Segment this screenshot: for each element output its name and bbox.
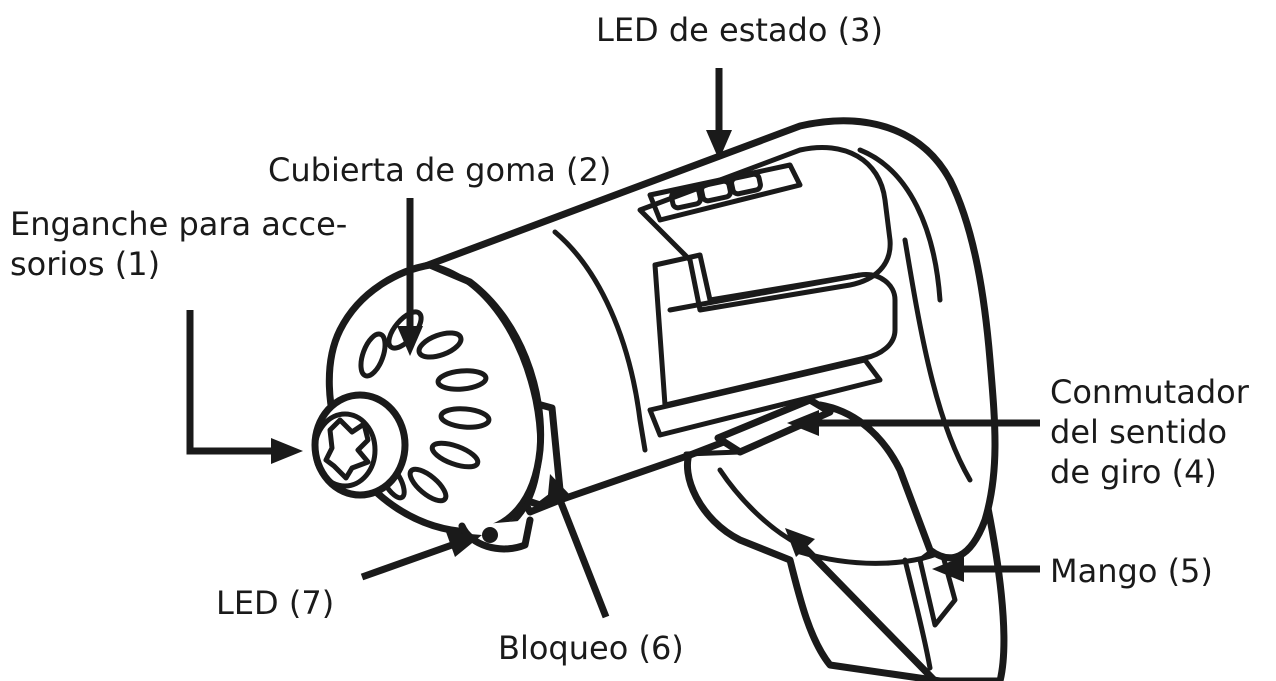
- arrow-conmutador: [787, 410, 1040, 436]
- label-bloqueo-text: Bloqueo (6): [498, 629, 684, 667]
- label-enganche-line1: Enganche para acce-: [10, 205, 348, 243]
- label-mango: Mango (5): [1050, 551, 1213, 591]
- arrow-bloqueo: [547, 474, 610, 619]
- label-conmutador-line1: Conmutador: [1050, 373, 1249, 411]
- label-led-estado: LED de estado (3): [596, 10, 883, 50]
- label-enganche-accesorios: Enganche para acce- sorios (1): [10, 204, 347, 284]
- label-conmutador-sentido-giro: Conmutador del sentido de giro (4): [1050, 372, 1249, 492]
- label-led-text: LED (7): [216, 584, 335, 622]
- label-enganche-line2: sorios (1): [10, 245, 161, 283]
- arrow-cubierta: [397, 198, 423, 356]
- arrow-gatillo: [785, 528, 938, 681]
- label-led-estado-text: LED de estado (3): [596, 11, 883, 49]
- motor-housing: [416, 117, 999, 562]
- front-chuck: [311, 261, 545, 553]
- label-conmutador-line2: del sentido: [1050, 413, 1228, 451]
- label-cubierta-de-goma: Cubierta de goma (2): [268, 150, 611, 190]
- arrow-led: [360, 532, 482, 581]
- label-conmutador-line3: de giro (4): [1050, 453, 1217, 491]
- arrow-enganche: [186, 310, 303, 464]
- label-led: LED (7): [216, 583, 334, 623]
- arrow-led-estado: [706, 68, 732, 160]
- label-cubierta-text: Cubierta de goma (2): [268, 151, 612, 189]
- arrow-mango: [932, 556, 1040, 582]
- label-bloqueo: Bloqueo (6): [498, 628, 684, 668]
- label-mango-text: Mango (5): [1050, 552, 1213, 590]
